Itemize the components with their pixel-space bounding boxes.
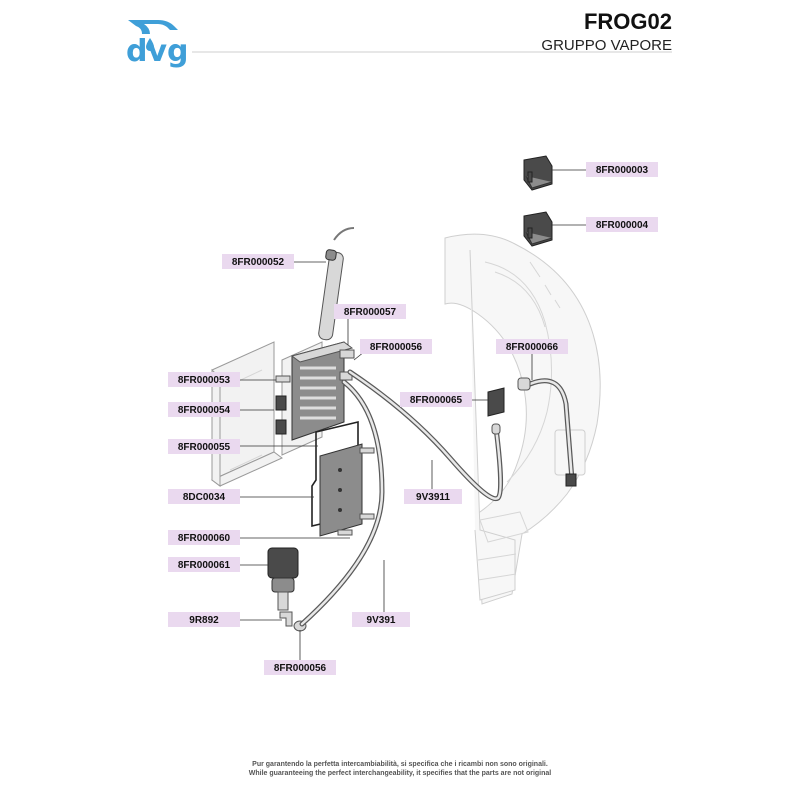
callout-8fr000056-top: 8FR000056 <box>360 339 432 354</box>
callout-8fr000055: 8FR000055 <box>168 439 240 454</box>
elbow-fitting <box>279 611 293 627</box>
callout-8fr000066: 8FR000066 <box>496 339 568 354</box>
svg-text:8FR000054: 8FR000054 <box>178 405 231 416</box>
pump <box>267 547 299 611</box>
callout-9v391: 9V391 <box>352 612 410 627</box>
tube-9v391 <box>299 379 385 627</box>
heater-probe <box>318 227 355 341</box>
callout-8fr000003: 8FR000003 <box>586 162 658 177</box>
steam-tube-8fr000066 <box>527 378 577 487</box>
svg-text:8FR000056: 8FR000056 <box>370 342 423 353</box>
footer-line-it: Pur garantendo la perfetta intercambiabi… <box>252 761 548 768</box>
switch-8fr000004 <box>523 211 553 247</box>
brand-logo: dvg <box>126 20 189 69</box>
valve-8fr000065 <box>487 377 531 435</box>
svg-text:8FR000061: 8FR000061 <box>178 560 231 571</box>
boiler-block <box>275 341 355 441</box>
callout-8fr000052: 8FR000052 <box>222 254 294 269</box>
callout-9r892: 9R892 <box>168 612 240 627</box>
switch-8fr000003 <box>523 155 553 191</box>
tube-9v3911 <box>347 369 504 502</box>
callout-8fr000053: 8FR000053 <box>168 372 240 387</box>
callout-8fr000057: 8FR000057 <box>334 304 406 319</box>
callout-8fr000060: 8FR000060 <box>168 530 240 545</box>
callout-8fr000065: 8FR000065 <box>400 392 472 407</box>
svg-text:8FR000066: 8FR000066 <box>506 342 559 353</box>
footer-line-en: While guaranteeing the perfect interchan… <box>249 770 552 777</box>
svg-text:8FR000056: 8FR000056 <box>274 663 327 674</box>
callout-8dc0034: 8DC0034 <box>168 489 240 504</box>
drop-icon <box>146 38 154 51</box>
callout-8fr000004: 8FR000004 <box>586 217 658 232</box>
tap-icon <box>128 20 178 34</box>
svg-text:9V391: 9V391 <box>367 615 396 626</box>
svg-text:8FR000004: 8FR000004 <box>596 220 649 231</box>
svg-text:8FR000057: 8FR000057 <box>344 307 397 318</box>
callout-9v3911: 9V3911 <box>404 489 462 504</box>
svg-text:9V3911: 9V3911 <box>416 492 450 503</box>
svg-text:8FR000052: 8FR000052 <box>232 257 285 268</box>
svg-text:8FR000060: 8FR000060 <box>178 533 231 544</box>
svg-text:9R892: 9R892 <box>189 615 219 626</box>
svg-text:8FR000055: 8FR000055 <box>178 442 231 453</box>
svg-text:8FR000065: 8FR000065 <box>410 395 463 406</box>
svg-text:8FR000003: 8FR000003 <box>596 165 649 176</box>
svg-text:8FR000053: 8FR000053 <box>178 375 231 386</box>
callout-8fr000056-bottom: 8FR000056 <box>264 660 336 675</box>
svg-text:8DC0034: 8DC0034 <box>183 492 226 503</box>
heating-plate <box>319 443 375 537</box>
logo-text: dvg <box>126 34 189 69</box>
page-title: FROG02 <box>584 9 672 34</box>
callout-8fr000061: 8FR000061 <box>168 557 240 572</box>
page-subtitle: GRUPPO VAPORE <box>541 37 672 54</box>
machine-frame-ghost <box>444 233 601 605</box>
callout-8fr000054: 8FR000054 <box>168 402 240 417</box>
